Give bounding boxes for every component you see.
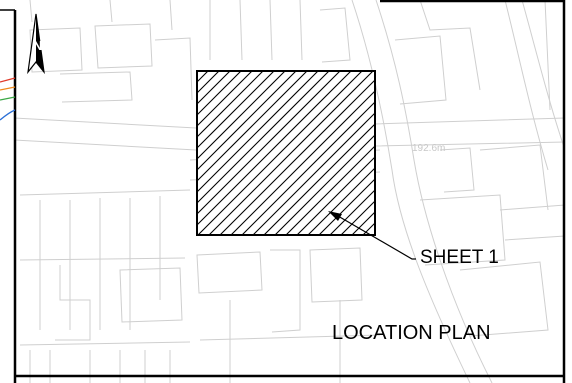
hatch-line: [373, 233, 375, 235]
map-frame: [13, 0, 566, 383]
svg-text:N: N: [33, 38, 42, 53]
hatch-line: [197, 71, 308, 182]
hatch-line: [274, 134, 375, 235]
site-hatch: [197, 71, 572, 235]
hatch-line: [197, 71, 297, 171]
hatch-line: [440, 71, 572, 235]
hatch-line: [197, 71, 330, 204]
hatch-line: [197, 71, 352, 226]
hatch-line: [197, 71, 198, 72]
hatch-line: [462, 71, 572, 235]
hatch-line: [230, 90, 375, 235]
hatch-line: [197, 71, 264, 138]
colored-leaders: [0, 77, 16, 121]
base-map: [14, 0, 565, 383]
hatch-line: [263, 123, 375, 235]
hatch-line: [318, 178, 375, 235]
sheet-leader: [328, 211, 416, 260]
hatch-line: [197, 71, 275, 149]
hatch-line: [340, 200, 375, 235]
hatch-line: [197, 71, 363, 235]
hatch-line: [296, 156, 375, 235]
hatch-line: [197, 71, 231, 105]
hatch-line: [451, 71, 572, 235]
sheet-callout-label: SHEET 1: [420, 247, 499, 268]
spot-height-label: 192.6m: [412, 143, 446, 154]
hatch-line: [252, 112, 375, 235]
hatch-line: [528, 71, 572, 235]
hatch-line: [197, 71, 209, 83]
hatch-line: [208, 71, 374, 235]
hatch-line: [506, 71, 572, 235]
site-area: [196, 70, 572, 236]
hatch-line: [197, 71, 319, 193]
hatch-line: [197, 71, 341, 215]
hatch-line: [241, 101, 375, 235]
hatch-line: [197, 71, 286, 160]
hatch-line: [473, 71, 572, 235]
hatch-line: [285, 145, 375, 235]
hatch-line: [219, 79, 375, 235]
hatch-line: [385, 71, 549, 235]
hatch-line: [197, 71, 253, 127]
map-title: LOCATION PLAN: [332, 322, 491, 344]
north-arrow-icon: N: [27, 13, 45, 75]
hatch-line: [329, 189, 375, 235]
hatch-line: [197, 71, 220, 94]
hatch-line: [197, 71, 242, 116]
hatch-line: [495, 71, 572, 235]
hatch-line: [307, 167, 375, 235]
